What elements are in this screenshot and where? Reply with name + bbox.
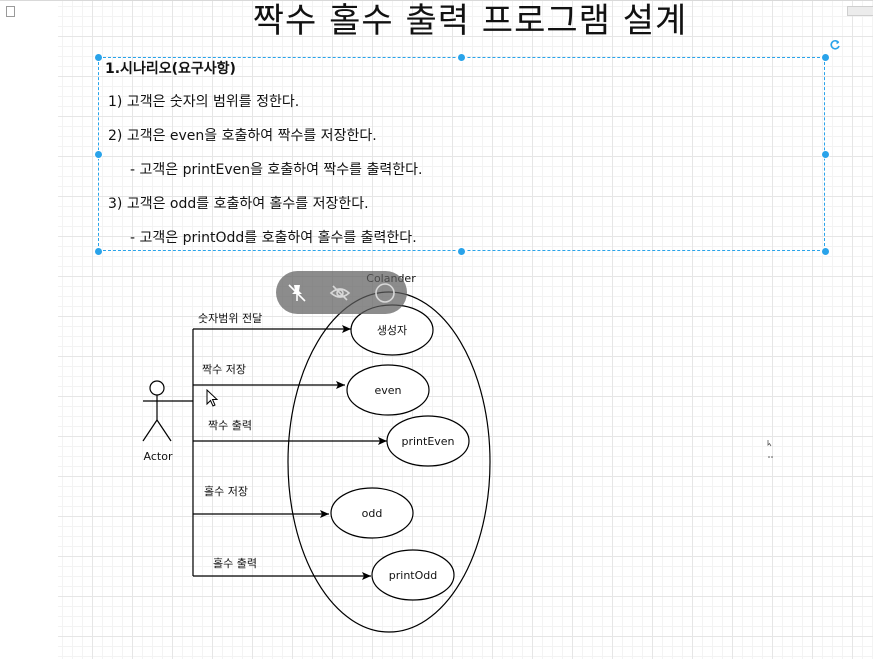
scenario-heading[interactable]: 1.시나리오(요구사항) xyxy=(105,61,236,77)
scenario-line-1[interactable]: 1) 고객은 숫자의 범위를 정한다. xyxy=(108,94,300,110)
resize-handle-ne[interactable] xyxy=(821,53,830,62)
usecase-printodd[interactable] xyxy=(371,549,455,601)
scenario-line-2-sub[interactable]: - 고객은 printEven을 호출하여 짝수를 출력한다. xyxy=(130,162,423,178)
page-marker-icon xyxy=(6,6,15,17)
small-cursor-icon xyxy=(766,438,776,460)
usecase-odd[interactable] xyxy=(330,487,414,539)
usecase-label-even[interactable]: even xyxy=(374,384,401,397)
usecase-label-printodd[interactable]: printOdd xyxy=(389,569,437,582)
usecase-printeven[interactable] xyxy=(386,415,470,467)
scenario-line-3-sub[interactable]: - 고객은 printOdd를 호출하여 홀수를 출력한다. xyxy=(130,230,417,246)
actor-figure[interactable] xyxy=(142,380,172,442)
top-border xyxy=(0,0,873,1)
scenario-line-3[interactable]: 3) 고객은 odd를 호출하여 홀수를 저장한다. xyxy=(108,196,369,212)
usecase-label-printeven[interactable]: printEven xyxy=(401,435,454,448)
scenario-line-2[interactable]: 2) 고객은 even을 호출하여 짝수를 저장한다. xyxy=(108,128,377,144)
usecase-label-odd[interactable]: odd xyxy=(362,507,383,520)
edge-label-constructor[interactable]: 숫자범위 전달 xyxy=(198,312,262,325)
visibility-off-icon[interactable] xyxy=(327,280,353,306)
resize-handle-s[interactable] xyxy=(457,247,466,256)
resize-handle-n[interactable] xyxy=(457,53,466,62)
mouse-cursor-icon xyxy=(206,388,220,409)
actor-label[interactable]: Actor xyxy=(144,450,173,463)
edge-label-odd[interactable]: 홀수 저장 xyxy=(204,485,248,498)
edge-label-even[interactable]: 짝수 저장 xyxy=(202,363,246,376)
rotate-handle-icon[interactable] xyxy=(829,39,841,51)
usecase-even[interactable] xyxy=(346,364,430,416)
page-tab[interactable] xyxy=(847,6,873,16)
page-title[interactable]: 짝수 홀수 출력 프로그램 설계 xyxy=(252,1,688,41)
circle-icon[interactable] xyxy=(372,280,398,306)
resize-handle-e[interactable] xyxy=(821,150,830,159)
pin-off-icon[interactable] xyxy=(284,280,310,306)
resize-handle-nw[interactable] xyxy=(94,53,103,62)
resize-handle-se[interactable] xyxy=(821,247,830,256)
floating-toolbar xyxy=(276,271,407,314)
resize-handle-sw[interactable] xyxy=(94,247,103,256)
usecase-label-constructor[interactable]: 생성자 xyxy=(377,324,407,337)
edge-label-printeven[interactable]: 짝수 출력 xyxy=(208,419,252,432)
resize-handle-w[interactable] xyxy=(94,150,103,159)
edge-label-printodd[interactable]: 홀수 출력 xyxy=(213,557,257,570)
